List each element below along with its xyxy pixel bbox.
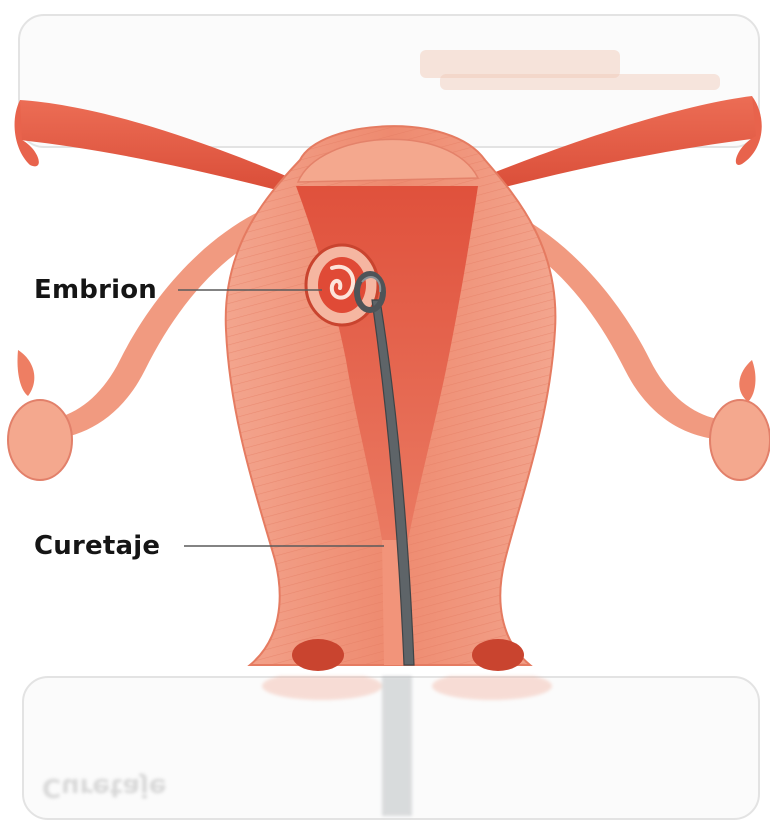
right-ovary [710, 400, 770, 480]
bottom-reflection: Curetaje [22, 676, 756, 816]
right-fimbria [739, 360, 755, 402]
top-artifact-strip [420, 50, 620, 78]
top-artifact-strip-2 [440, 74, 720, 90]
left-ovary [8, 400, 72, 480]
reflection-label: Curetaje [42, 772, 167, 802]
label-embrion: Embrion [34, 275, 157, 305]
left-fimbria [17, 350, 34, 396]
left-fallopian-tube-upper [20, 100, 300, 196]
label-curetaje: Curetaje [34, 531, 160, 561]
left-vaginal-fornix [292, 639, 344, 671]
right-fallopian-tube-upper [470, 96, 760, 196]
embryo [306, 245, 378, 325]
right-vaginal-fornix [472, 639, 524, 671]
